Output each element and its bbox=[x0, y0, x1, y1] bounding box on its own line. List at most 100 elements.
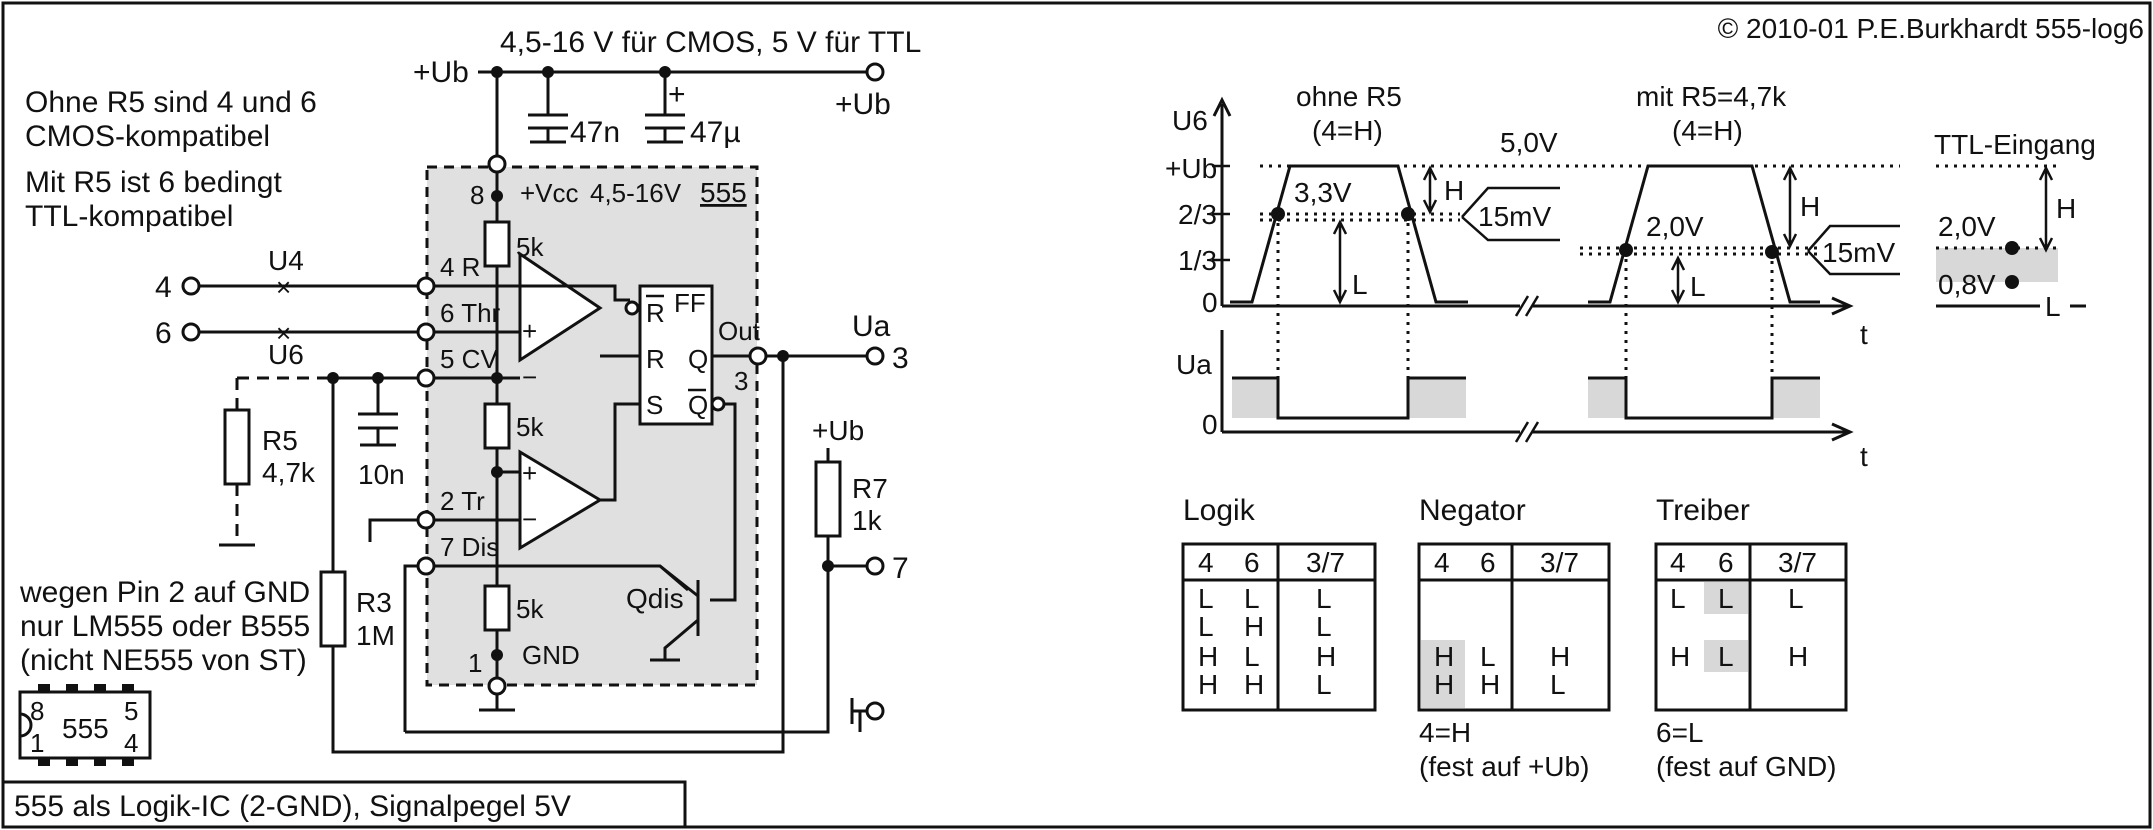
comp1-minus: − bbox=[522, 362, 537, 392]
capacitor-47n bbox=[528, 72, 568, 144]
pin6-terminal bbox=[416, 322, 436, 342]
u6-axis-label: U6 bbox=[1172, 105, 1208, 136]
pkg-pin4: 4 bbox=[124, 728, 138, 758]
u4-label: U4 bbox=[268, 245, 304, 276]
ua-shade-4 bbox=[1772, 378, 1820, 418]
negator-r0c2: H bbox=[1550, 641, 1570, 672]
pin2-label: 2 Tr bbox=[440, 486, 485, 516]
r7-ub-label: +Ub bbox=[812, 415, 864, 446]
ttl-title: TTL-Eingang bbox=[1934, 129, 2096, 160]
ic-vcc-range: 4,5-16V bbox=[590, 178, 682, 208]
r3-value: 1M bbox=[356, 620, 395, 651]
treiber-r1c0: H bbox=[1670, 641, 1690, 672]
resistor-r7 bbox=[814, 460, 842, 538]
negator-title: Negator bbox=[1419, 494, 1526, 527]
treiber-h37: 3/7 bbox=[1778, 547, 1817, 578]
treiber-note2: (fest auf GND) bbox=[1656, 751, 1836, 782]
y-two-thirds: 2/3 bbox=[1178, 199, 1217, 230]
ff-r: R bbox=[646, 344, 665, 374]
logik-r1c0: L bbox=[1198, 611, 1214, 642]
treiber-shade-2 bbox=[1704, 640, 1748, 672]
treiber-h4: 4 bbox=[1670, 547, 1686, 578]
treiber-r0c2: L bbox=[1788, 583, 1804, 614]
logik-r3c1: H bbox=[1244, 669, 1264, 700]
comp1-plus: + bbox=[522, 316, 537, 346]
treiber-r0c0: L bbox=[1670, 583, 1686, 614]
hyst-b: 15mV bbox=[1822, 237, 1895, 268]
ic-name: 555 bbox=[700, 177, 747, 208]
note-line1: Ohne R5 sind 4 und 6 bbox=[25, 86, 317, 119]
treiber-r0c1: L bbox=[1718, 583, 1734, 614]
logik-r2c1: L bbox=[1244, 641, 1260, 672]
c2-label: 47µ bbox=[690, 116, 741, 149]
comp2-minus: − bbox=[522, 504, 537, 534]
logik-r0c1: L bbox=[1244, 583, 1260, 614]
negator-note2: (fest auf +Ub) bbox=[1419, 751, 1589, 782]
out-pin-label: 3 bbox=[734, 366, 748, 396]
pin8-terminal bbox=[487, 154, 507, 174]
treiber-h6: 6 bbox=[1718, 547, 1734, 578]
logik-h6: 6 bbox=[1244, 547, 1260, 578]
ic-package: 8 1 555 5 4 bbox=[18, 684, 152, 766]
pin3-terminal bbox=[748, 346, 768, 366]
logik-r1c1: H bbox=[1244, 611, 1264, 642]
c1-label: 47n bbox=[570, 116, 620, 149]
ua-shade-1 bbox=[1232, 378, 1278, 418]
pkg-pin1: 1 bbox=[30, 728, 44, 758]
ub-left-label: +Ub bbox=[413, 56, 469, 89]
v33: 3,3V bbox=[1294, 177, 1352, 208]
resistor-5k-top bbox=[483, 220, 511, 268]
pin7-terminal bbox=[416, 556, 436, 576]
ff-s: S bbox=[646, 390, 663, 420]
negator-h6: 6 bbox=[1480, 547, 1496, 578]
ic-out: Out bbox=[718, 316, 761, 346]
supply-voltage-note: 4,5-16 V für CMOS, 5 V für TTL bbox=[500, 26, 921, 59]
title-a1: ohne R5 bbox=[1296, 81, 1402, 112]
ic-vcc: +Vcc bbox=[520, 178, 579, 208]
caption-box bbox=[1, 780, 687, 829]
y-zero-2: 0 bbox=[1202, 409, 1218, 440]
note-line4: TTL-kompatibel bbox=[25, 200, 233, 233]
logik-h4: 4 bbox=[1198, 547, 1214, 578]
ff-label: FF bbox=[674, 288, 706, 318]
ff-q: Q bbox=[688, 344, 708, 374]
y-ub: +Ub bbox=[1165, 153, 1217, 184]
resistor-r3 bbox=[319, 570, 347, 648]
negator-r1c1: H bbox=[1480, 669, 1500, 700]
pin7-label: 7 Dis bbox=[440, 532, 499, 562]
h-b: H bbox=[1800, 191, 1820, 222]
t-label-1: t bbox=[1860, 319, 1868, 350]
pin5-label: 5 CV bbox=[440, 344, 498, 374]
l-a: L bbox=[1352, 269, 1368, 300]
ff-qbar: Q bbox=[688, 390, 708, 420]
pkg-name: 555 bbox=[62, 713, 109, 744]
pin1-terminal bbox=[487, 676, 507, 696]
title-b1: mit R5=4,7k bbox=[1636, 81, 1787, 112]
ttl-v20: 2,0V bbox=[1938, 211, 1996, 242]
treiber-r1c2: H bbox=[1788, 641, 1808, 672]
l-b: L bbox=[1690, 271, 1706, 302]
logik-h37: 3/7 bbox=[1306, 547, 1345, 578]
truth-table-treiber: Treiber 4 6 3/7 L L L H L H 6=L (fest au… bbox=[1654, 494, 1848, 782]
schematic: Ohne R5 sind 4 und 6 CMOS-kompatibel Mit… bbox=[18, 26, 921, 766]
in4-label: 4 bbox=[155, 271, 172, 304]
pin6-label: 6 Thr bbox=[440, 298, 501, 328]
r7-label: R7 bbox=[852, 473, 888, 504]
r5-label: R5 bbox=[262, 425, 298, 456]
ttl-v08: 0,8V bbox=[1938, 269, 1996, 300]
r5-value: 4,7k bbox=[262, 457, 316, 488]
gnd-note3: (nicht NE555 von ST) bbox=[20, 644, 307, 677]
t-label-2: t bbox=[1860, 441, 1868, 472]
negator-h37: 3/7 bbox=[1540, 547, 1579, 578]
r-bot-label: 5k bbox=[516, 594, 544, 624]
ua-shade-3 bbox=[1588, 378, 1626, 418]
copyright: © 2010-01 P.E.Burkhardt 555-log6 bbox=[1718, 13, 2144, 44]
truth-table-logik: Logik 4 6 3/7 L L L L H L H L H H H L bbox=[1181, 494, 1377, 712]
ua-shade-2 bbox=[1408, 378, 1466, 418]
qdis-label: Qdis bbox=[626, 583, 684, 614]
negator-r1c2: L bbox=[1550, 669, 1566, 700]
gnd-note1: wegen Pin 2 auf GND bbox=[19, 576, 310, 609]
negator-r1c0: H bbox=[1434, 669, 1454, 700]
svg-text:×: × bbox=[276, 318, 291, 348]
